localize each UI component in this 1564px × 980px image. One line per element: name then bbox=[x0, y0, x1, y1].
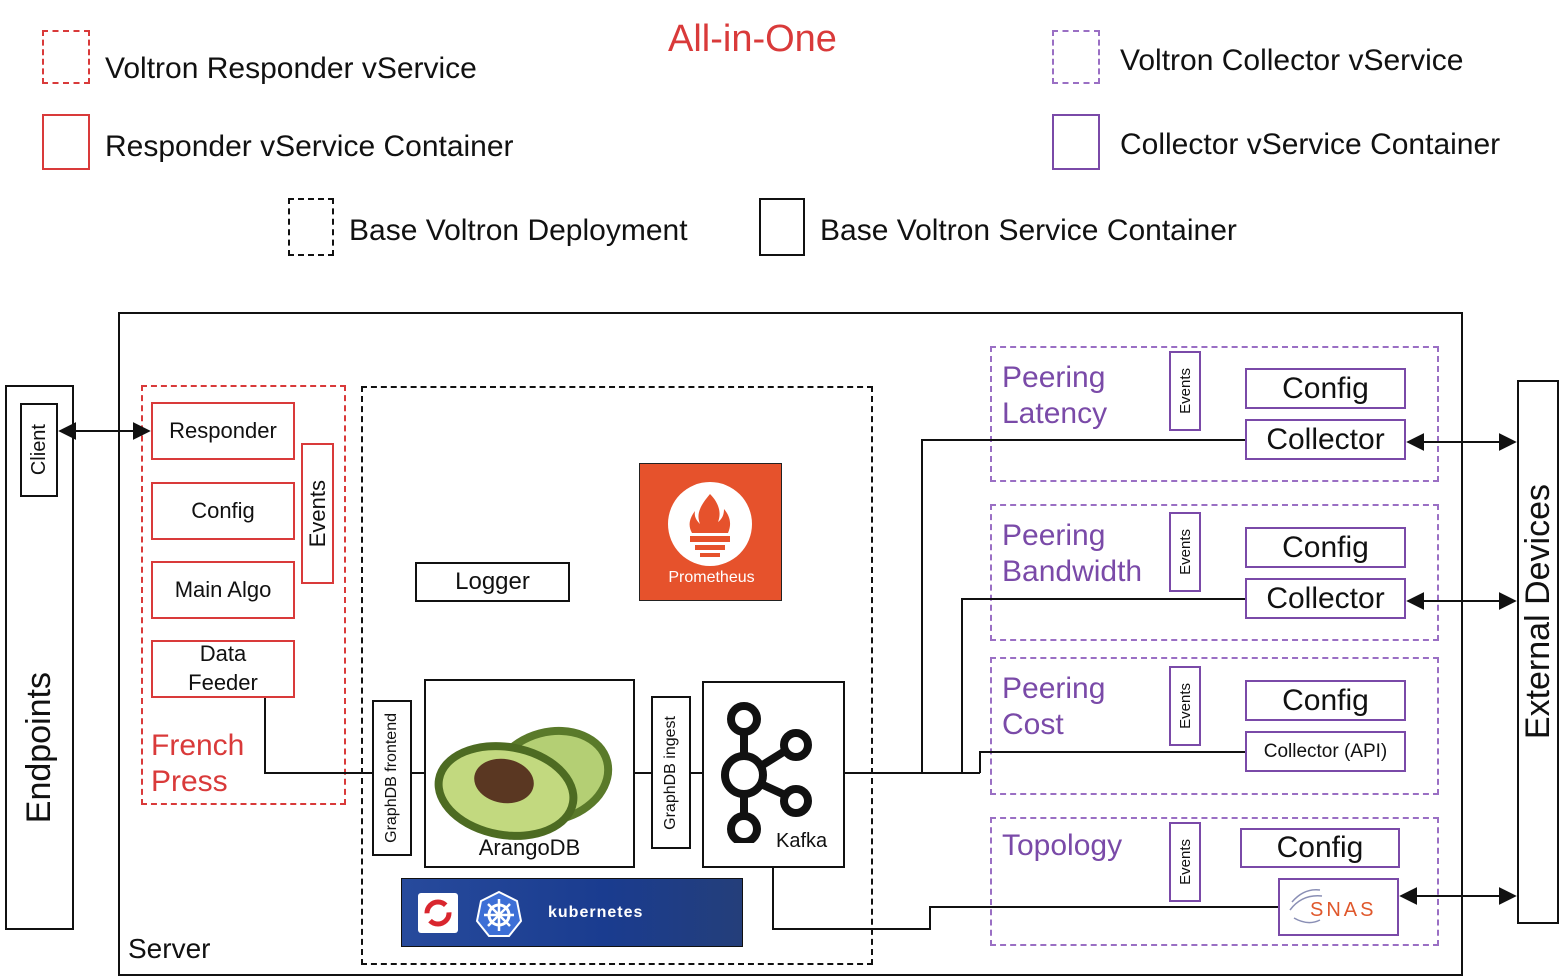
diagram-title: All-in-One bbox=[668, 18, 837, 60]
main-algo-container[interactable]: Main Algo bbox=[151, 561, 295, 619]
kubernetes-icon bbox=[474, 889, 524, 939]
main-algo-label: Main Algo bbox=[174, 577, 272, 602]
snas-logo-icon bbox=[1289, 889, 1323, 924]
kafka-container[interactable]: Kafka bbox=[702, 681, 845, 868]
arangodb-container[interactable]: ArangoDB bbox=[424, 679, 635, 868]
snas-container[interactable]: SNAS bbox=[1278, 878, 1399, 936]
legend-collector-vservice-swatch bbox=[1052, 30, 1100, 84]
peering-cost-events[interactable]: Events bbox=[1169, 666, 1201, 746]
endpoints-box bbox=[5, 385, 74, 930]
peering-bandwidth-config-label: Config bbox=[1282, 530, 1369, 564]
french-press-label: French Press bbox=[151, 729, 245, 798]
legend-responder-vservice-swatch bbox=[42, 30, 90, 84]
peering-bandwidth-collector[interactable]: Collector bbox=[1245, 578, 1406, 619]
fp-config-container[interactable]: Config bbox=[151, 482, 295, 540]
peering-latency-config-label: Config bbox=[1282, 371, 1369, 405]
legend-base-deployment-label: Base Voltron Deployment bbox=[349, 214, 688, 247]
arangodb-label: ArangoDB bbox=[478, 835, 581, 860]
french-press-vservice bbox=[141, 385, 346, 805]
topology-config[interactable]: Config bbox=[1240, 828, 1400, 868]
legend-collector-vservice-label: Voltron Collector vService bbox=[1120, 44, 1464, 77]
peering-bandwidth-collector-label: Collector bbox=[1266, 581, 1385, 615]
fp-config-label: Config bbox=[191, 498, 255, 523]
peering-cost-label: Peering Cost bbox=[1002, 672, 1106, 741]
prometheus-label: Prometheus bbox=[668, 569, 755, 586]
snas-label: SNAS bbox=[1310, 899, 1377, 921]
topology-vservice bbox=[990, 817, 1439, 946]
graphdb-frontend-container[interactable]: GraphDB frontend bbox=[372, 700, 412, 856]
data-feeder-label: Data Feeder bbox=[188, 641, 258, 695]
logger-label: Logger bbox=[455, 568, 530, 595]
kafka-logo-icon bbox=[721, 702, 812, 843]
peering-cost-vservice bbox=[990, 657, 1439, 795]
graphdb-ingest-container[interactable]: GraphDB ingest bbox=[651, 696, 691, 849]
peering-bandwidth-label: Peering Bandwidth bbox=[1002, 519, 1143, 588]
responder-label: Responder bbox=[169, 418, 277, 443]
peering-bandwidth-vservice bbox=[990, 504, 1439, 641]
kafka-label: Kafka bbox=[776, 830, 828, 852]
peering-latency-collector[interactable]: Collector bbox=[1245, 419, 1406, 460]
legend-base-deployment-swatch bbox=[288, 198, 334, 256]
logger-container[interactable]: Logger bbox=[415, 562, 570, 602]
peering-latency-vservice bbox=[990, 346, 1439, 482]
peering-bandwidth-config[interactable]: Config bbox=[1245, 527, 1406, 568]
legend-responder-container-swatch bbox=[42, 114, 90, 170]
server-box bbox=[118, 312, 1463, 976]
peering-cost-collector-label: Collector (API) bbox=[1263, 740, 1388, 762]
peering-cost-config-label: Config bbox=[1282, 683, 1369, 717]
prometheus-logo-icon bbox=[668, 482, 752, 566]
client-box[interactable]: Client bbox=[20, 403, 58, 497]
prometheus-container[interactable]: Prometheus bbox=[639, 463, 782, 601]
legend-base-container-label: Base Voltron Service Container bbox=[820, 214, 1237, 247]
legend-collector-container-swatch bbox=[1052, 114, 1100, 170]
kubernetes-label: kubernetes bbox=[548, 904, 644, 921]
topology-events[interactable]: Events bbox=[1169, 822, 1201, 902]
legend-responder-container-label: Responder vService Container bbox=[105, 130, 514, 163]
peering-bandwidth-events[interactable]: Events bbox=[1169, 512, 1201, 592]
peering-latency-config[interactable]: Config bbox=[1245, 368, 1406, 409]
kubernetes-banner: kubernetes bbox=[401, 878, 743, 947]
peering-cost-config[interactable]: Config bbox=[1245, 680, 1406, 721]
peering-cost-collector[interactable]: Collector (API) bbox=[1245, 731, 1406, 772]
base-deployment bbox=[361, 386, 873, 965]
data-feeder-container[interactable]: Data Feeder bbox=[151, 640, 295, 698]
peering-latency-label: Peering Latency bbox=[1002, 361, 1108, 430]
avocado-logo-icon bbox=[434, 726, 613, 840]
openshift-icon bbox=[418, 893, 458, 933]
peering-latency-collector-label: Collector bbox=[1266, 422, 1385, 456]
responder-container[interactable]: Responder bbox=[151, 402, 295, 460]
server-label: Server bbox=[128, 933, 211, 964]
topology-label: Topology bbox=[1002, 829, 1123, 862]
legend-base-container-swatch bbox=[759, 198, 805, 256]
topology-config-label: Config bbox=[1276, 831, 1364, 864]
peering-latency-events[interactable]: Events bbox=[1169, 351, 1201, 431]
legend-responder-vservice-label: Voltron Responder vService bbox=[105, 52, 477, 85]
fp-events-container[interactable]: Events bbox=[301, 443, 334, 584]
external-devices-box: External Devices bbox=[1517, 380, 1559, 924]
legend-collector-container-label: Collector vService Container bbox=[1120, 128, 1501, 161]
